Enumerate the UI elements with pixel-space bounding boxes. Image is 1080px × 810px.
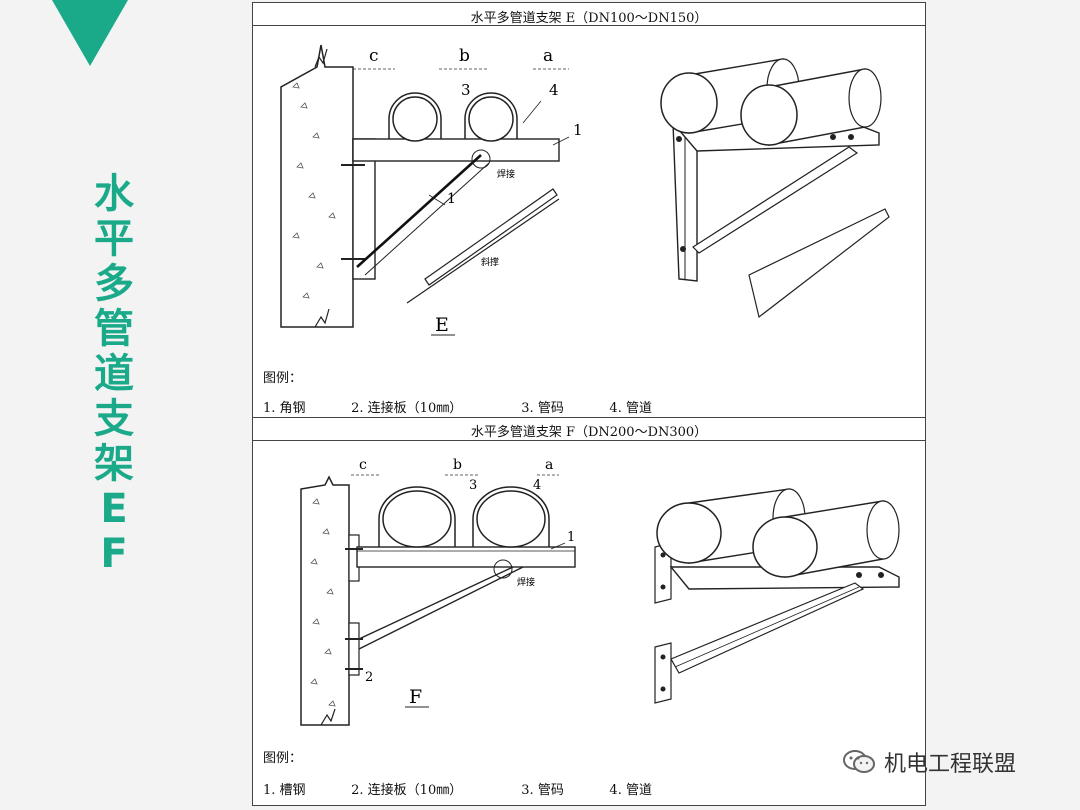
panel-e-title-rule xyxy=(253,25,925,26)
legend-item: 1. 槽钢 xyxy=(263,783,306,798)
spacing-label-b: b xyxy=(459,46,470,66)
legend-item: 3. 管码 xyxy=(521,401,564,416)
brace-label: 斜撑 xyxy=(481,256,499,268)
u-clamp xyxy=(472,486,550,547)
panel-e-3d-drawing xyxy=(660,58,890,319)
pipe xyxy=(382,490,452,548)
side-title-char: 支 xyxy=(94,396,134,442)
detached-brace xyxy=(424,188,558,286)
legend-item: 1. 角钢 xyxy=(263,401,306,416)
panel-f-title-rule xyxy=(253,440,925,441)
legend-item: 2. 连接板（10㎜） xyxy=(351,783,463,798)
spacing-label-a: a xyxy=(545,457,553,473)
panel-f-3d-drawing xyxy=(654,488,900,704)
horizontal-channel xyxy=(356,546,576,568)
spacing-label-a: a xyxy=(543,46,553,66)
spacing-label-b: b xyxy=(453,457,462,473)
legend-item: 4. 管道 xyxy=(609,401,652,416)
panel-divider xyxy=(253,417,925,418)
panel-e-section-drawing: c b a 3 4 1 1 焊接 斜撑 E xyxy=(280,44,583,336)
legend-item: 3. 管码 xyxy=(521,783,564,798)
side-title-char: F xyxy=(100,531,128,577)
wall-section xyxy=(280,44,354,328)
pipe-3d-end xyxy=(660,72,718,134)
wall-plate xyxy=(654,642,672,704)
wechat-icon xyxy=(842,749,876,775)
diagonal-brace xyxy=(356,154,482,268)
pipe-3d-end xyxy=(656,502,722,564)
pipe xyxy=(476,490,546,548)
side-title-char: 道 xyxy=(94,351,134,397)
legend-item: 4. 管道 xyxy=(609,783,652,798)
side-title-char: 架 xyxy=(94,441,134,487)
panel-e-legend: 1. 角钢 2. 连接板（10㎜） 3. 管码 4. 管道 xyxy=(263,397,652,416)
detached-brace-3d xyxy=(748,208,890,319)
slide-marker-triangle xyxy=(52,0,128,66)
pipe-3d-end xyxy=(740,84,798,146)
concrete-hatch xyxy=(310,498,336,707)
side-title-char: E xyxy=(100,486,128,532)
weld-label: 焊接 xyxy=(517,576,535,588)
panel-f-section-drawing: c b a 3 4 1 2 焊接 F xyxy=(300,457,576,726)
drawing-sheet: 水平多管道支架 E（DN100～DN150） xyxy=(252,2,926,806)
callout-1: 1 xyxy=(567,530,575,545)
panel-f-legend-header: 图例： xyxy=(263,751,303,766)
pipe xyxy=(392,96,438,142)
wall-break-top xyxy=(314,48,328,68)
side-title: 水 平 多 管 道 支 架 E F xyxy=(88,172,140,577)
horizontal-channel-3d xyxy=(669,566,900,590)
brace-3d xyxy=(670,582,865,674)
panel-f-title: 水平多管道支架 F（DN200～DN300） xyxy=(470,425,708,440)
callout-4: 4 xyxy=(549,81,559,99)
u-clamp xyxy=(378,486,456,547)
wall-section xyxy=(300,475,350,726)
side-title-char: 水 xyxy=(94,171,134,217)
concrete-hatch xyxy=(292,82,336,299)
watermark: 机电工程联盟 xyxy=(842,746,1016,778)
pipe-3d-end xyxy=(752,516,818,578)
callout-3: 3 xyxy=(469,478,477,493)
figure-letter-f: F xyxy=(409,686,422,708)
side-title-char: 管 xyxy=(94,306,134,352)
callout-3: 3 xyxy=(461,81,471,99)
side-title-char: 平 xyxy=(94,216,134,262)
weld-label: 焊接 xyxy=(497,168,515,180)
spacing-label-c: c xyxy=(359,457,367,473)
horizontal-angle xyxy=(352,138,560,162)
panel-e-legend-header: 图例： xyxy=(263,371,303,386)
diagonal-brace xyxy=(358,566,514,640)
callout-1-brace: 1 xyxy=(447,191,456,207)
panel-f-legend: 1. 槽钢 2. 连接板（10㎜） 3. 管码 4. 管道 xyxy=(263,779,652,798)
callout-2: 2 xyxy=(365,670,373,685)
u-clamp xyxy=(388,92,442,139)
watermark-text: 机电工程联盟 xyxy=(884,752,1017,777)
wall-break-bottom xyxy=(314,308,330,328)
callout-4: 4 xyxy=(533,478,541,493)
figure-letter-e: E xyxy=(435,314,449,336)
callout-1: 1 xyxy=(573,121,583,139)
spacing-label-c: c xyxy=(369,46,379,66)
legend-item: 2. 连接板（10㎜） xyxy=(351,401,463,416)
side-title-char: 多 xyxy=(94,261,134,307)
panel-e-title: 水平多管道支架 E（DN100～DN150） xyxy=(470,11,708,26)
u-clamp xyxy=(464,92,518,139)
pipe xyxy=(468,96,514,142)
brace-3d xyxy=(692,146,859,254)
